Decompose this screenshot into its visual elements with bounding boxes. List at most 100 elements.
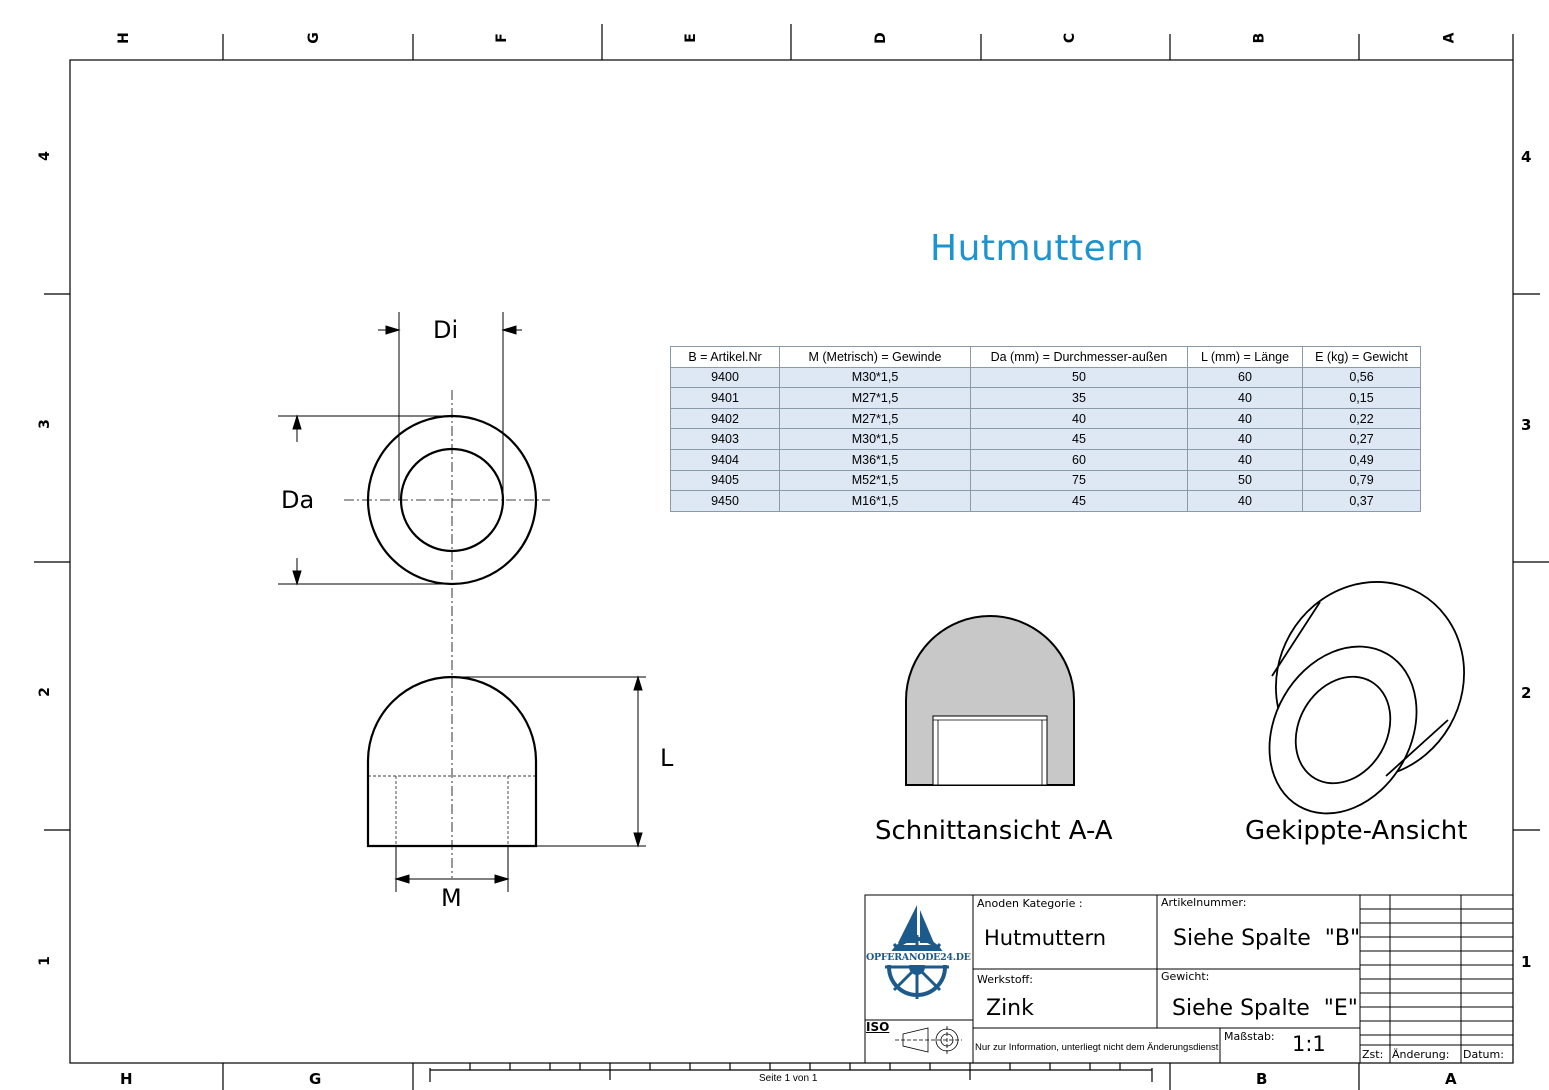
iso-label: ISO [866, 1020, 890, 1034]
side-view [366, 675, 646, 892]
logo-icon [866, 905, 968, 999]
zone-label: H [115, 32, 132, 44]
column-header: B = Artikel.Nr [670, 346, 780, 368]
article-label: Artikelnummer: [1161, 896, 1247, 909]
drawing-title: Hutmuttern [930, 228, 1145, 269]
table-cell: 0,15 [1302, 387, 1421, 409]
drawing-border [69, 59, 1514, 1064]
zone-label: H [120, 1070, 133, 1088]
iso-view-label: Gekippte-Ansicht [1245, 816, 1468, 846]
article-value: Siehe Spalte "B" [1173, 926, 1361, 951]
zone-label: G [309, 1070, 322, 1088]
table-cell: 0,56 [1302, 366, 1421, 389]
table-cell: 50 [970, 366, 1188, 389]
dimension-label-l: L [660, 744, 674, 772]
table-cell: 35 [970, 387, 1188, 409]
table-cell: 40 [970, 407, 1188, 430]
weight-value: Siehe Spalte "E" [1172, 996, 1358, 1021]
table-cell: 9402 [670, 407, 780, 430]
table-header-row: B = Artikel.Nr M (Metrisch) = Gewinde Da… [670, 346, 1421, 368]
table-cell: 40 [1187, 428, 1303, 450]
row-label: 3 [36, 419, 53, 429]
zone-label: C [1062, 32, 1079, 44]
table-cell: 0,49 [1302, 448, 1421, 471]
column-header: Da (mm) = Durchmesser-außen [970, 346, 1188, 368]
table-cell: 0,37 [1302, 490, 1421, 512]
table-cell: 9400 [670, 366, 780, 389]
row-label: 1 [1521, 953, 1532, 971]
table-cell: M27*1,5 [779, 387, 971, 409]
zone-label: G [305, 32, 322, 44]
page-number: Seite 1 von 1 [759, 1073, 818, 1084]
table-cell: 40 [1187, 490, 1303, 512]
weight-label: Gewicht: [1161, 970, 1210, 983]
table-cell: 40 [1187, 448, 1303, 471]
table-cell: 40 [1187, 407, 1303, 430]
column-header: L (mm) = Länge [1187, 346, 1303, 368]
zone-label: E [682, 33, 699, 43]
row-label: 4 [1521, 148, 1532, 166]
row-label: 3 [1521, 416, 1532, 434]
table-cell: 9404 [670, 448, 780, 471]
table-cell: 9401 [670, 387, 780, 409]
revision-change: Änderung: [1392, 1048, 1450, 1061]
table-cell: 45 [970, 490, 1188, 512]
logo-text: OPFERANODE24.DE [866, 952, 971, 963]
table-cell: 9405 [670, 469, 780, 492]
revision-zst: Zst: [1362, 1048, 1384, 1061]
table-cell: 0,27 [1302, 428, 1421, 450]
specification-table: B = Artikel.Nr M (Metrisch) = Gewinde Da… [670, 346, 1421, 512]
table-cell: M30*1,5 [779, 366, 971, 389]
scale-value: 1:1 [1292, 1032, 1326, 1056]
column-header: E (kg) = Gewicht [1302, 346, 1421, 368]
table-cell: M16*1,5 [779, 490, 971, 512]
table-cell: M30*1,5 [779, 428, 971, 450]
row-label: 1 [36, 956, 53, 966]
zone-label: B [1251, 32, 1268, 44]
front-view [278, 312, 550, 878]
table-cell: 45 [970, 428, 1188, 450]
section-view-label: Schnittansicht A-A [875, 816, 1113, 846]
category-value: Hutmuttern [984, 926, 1107, 950]
row-label: 2 [36, 687, 53, 697]
dimension-label-da: Da [281, 486, 315, 514]
table-cell: M52*1,5 [779, 469, 971, 492]
revision-date: Datum: [1463, 1048, 1504, 1061]
table-cell: 75 [970, 469, 1188, 492]
scale-label: Maßstab: [1224, 1030, 1275, 1043]
column-header: M (Metrisch) = Gewinde [779, 346, 971, 368]
section-view [905, 614, 1075, 786]
projection-symbol-icon [895, 1026, 962, 1054]
table-cell: 40 [1187, 387, 1303, 409]
table-cell: 0,79 [1302, 469, 1421, 492]
zone-label: B [1256, 1070, 1268, 1088]
zone-label: A [1441, 32, 1458, 44]
title-block-grid [864, 894, 1514, 1064]
dimension-label-di: Di [433, 316, 459, 344]
table-cell: 0,22 [1302, 407, 1421, 430]
material-label: Werkstoff: [977, 973, 1033, 986]
isometric-view [1268, 581, 1465, 815]
disclaimer-text: Nur zur Information, unterliegt nicht de… [975, 1042, 1219, 1053]
zone-label: A [1445, 1070, 1457, 1088]
table-cell: 9403 [670, 428, 780, 450]
zone-label: D [872, 32, 889, 44]
table-cell: M27*1,5 [779, 407, 971, 430]
table-cell: M36*1,5 [779, 448, 971, 471]
table-cell: 9450 [670, 490, 780, 512]
zone-label: F [493, 33, 510, 43]
category-label: Anoden Kategorie : [977, 897, 1083, 910]
table-cell: 60 [970, 448, 1188, 471]
row-label: 4 [36, 151, 53, 161]
dimension-label-m: M [441, 884, 462, 912]
material-value: Zink [986, 996, 1034, 1021]
table-cell: 60 [1187, 366, 1303, 389]
